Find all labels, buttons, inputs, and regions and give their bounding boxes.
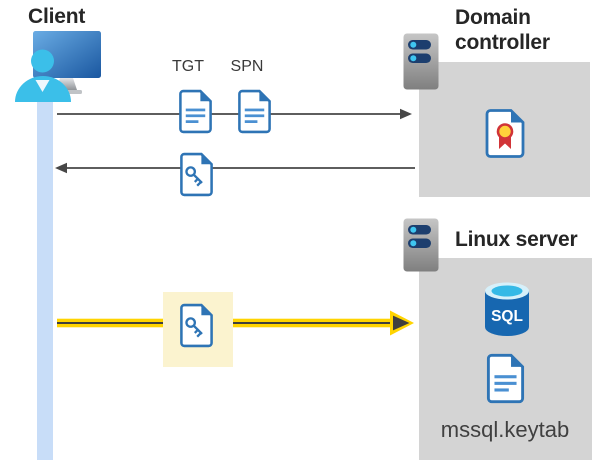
spn-label: SPN [230, 58, 264, 75]
tgt-label: TGT [172, 58, 204, 75]
key-document-icon [180, 303, 213, 348]
response-arrow [55, 162, 415, 174]
server-icon [403, 33, 439, 90]
tgt-document-icon [179, 89, 212, 134]
client-lifeline [37, 90, 53, 460]
key-document-icon [180, 152, 213, 197]
request-arrow [57, 108, 412, 120]
mssql-keytab-label: mssql.keytab [440, 417, 570, 442]
spn-document-icon [238, 89, 271, 134]
client-label: Client [28, 5, 86, 28]
certificate-icon [485, 109, 525, 158]
keytab-document-icon [486, 353, 525, 404]
server-icon [403, 218, 439, 272]
sql-text: SQL [491, 308, 523, 325]
client-workstation-icon [15, 31, 101, 102]
sql-database-icon: SQL [485, 282, 529, 336]
linux-server-label: Linux server [455, 228, 578, 251]
kerberos-ticket-arrow [57, 310, 414, 336]
domain-controller-label: Domain controller [455, 6, 550, 54]
